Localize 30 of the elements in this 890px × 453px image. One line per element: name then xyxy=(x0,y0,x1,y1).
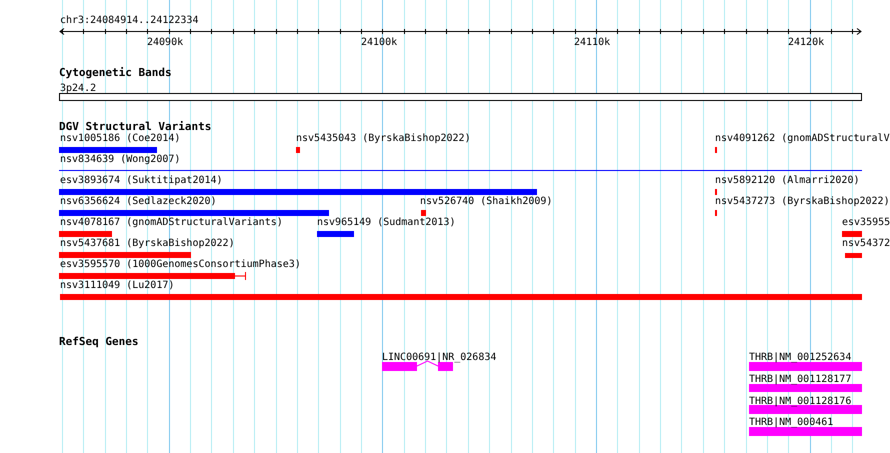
gene-label: THRB|NM_001128177 xyxy=(749,374,852,385)
variant-label: nsv526740 (Shaikh2009) xyxy=(420,196,552,207)
variant-label: nsv5435043 (ByrskaBishop2022) xyxy=(296,133,471,144)
variant-label: nsv4078167 (gnomADStructuralVariants) xyxy=(60,217,283,228)
scale-tick-label: 24110k xyxy=(574,37,610,48)
track-title: DGV Structural Variants xyxy=(59,121,212,132)
scale-tick-label: 24100k xyxy=(361,37,398,48)
variant-label: nsv5892120 (Almarri2020) xyxy=(715,175,860,186)
variant-label: nsv5437273 (ByrskaBishop2022) xyxy=(715,196,890,207)
band-label: 3p24.2 xyxy=(60,83,96,94)
gene-label: THRB|NM_000461 xyxy=(749,417,834,428)
track-title: Cytogenetic Bands xyxy=(59,67,172,78)
gene-label: THRB|NM_001252634 xyxy=(749,352,852,363)
variant-label: nsv54372 xyxy=(842,238,890,249)
scale-tick-label: 24090k xyxy=(147,37,184,48)
variant-label: nsv834639 (Wong2007) xyxy=(60,154,180,165)
variant-label: nsv1005186 (Coe2014) xyxy=(60,133,180,144)
variant-label: esv35955 xyxy=(842,217,890,228)
variant-label: esv3893674 (Suktitipat2014) xyxy=(60,175,223,186)
gene-label: THRB|NM_001128176 xyxy=(749,396,852,407)
track-title: RefSeq Genes xyxy=(59,336,138,347)
scale-tick-label: 24120k xyxy=(788,37,824,48)
variant-label: nsv6356624 (Sedlazeck2020) xyxy=(60,196,217,207)
region-coordinates: chr3:24084914..24122334 xyxy=(60,15,198,26)
variant-label: nsv3111049 (Lu2017) xyxy=(60,280,174,291)
variant-label: nsv965149 (Sudmant2013) xyxy=(317,217,456,228)
variant-label: nsv4091262 (gnomADStructuralV xyxy=(715,133,890,144)
variant-label: esv3595570 (1000GenomesConsortiumPhase3) xyxy=(60,259,301,270)
gene-label: LINC00691|NR_026834 xyxy=(382,352,496,363)
variant-label: nsv5437681 (ByrskaBishop2022) xyxy=(60,238,235,249)
